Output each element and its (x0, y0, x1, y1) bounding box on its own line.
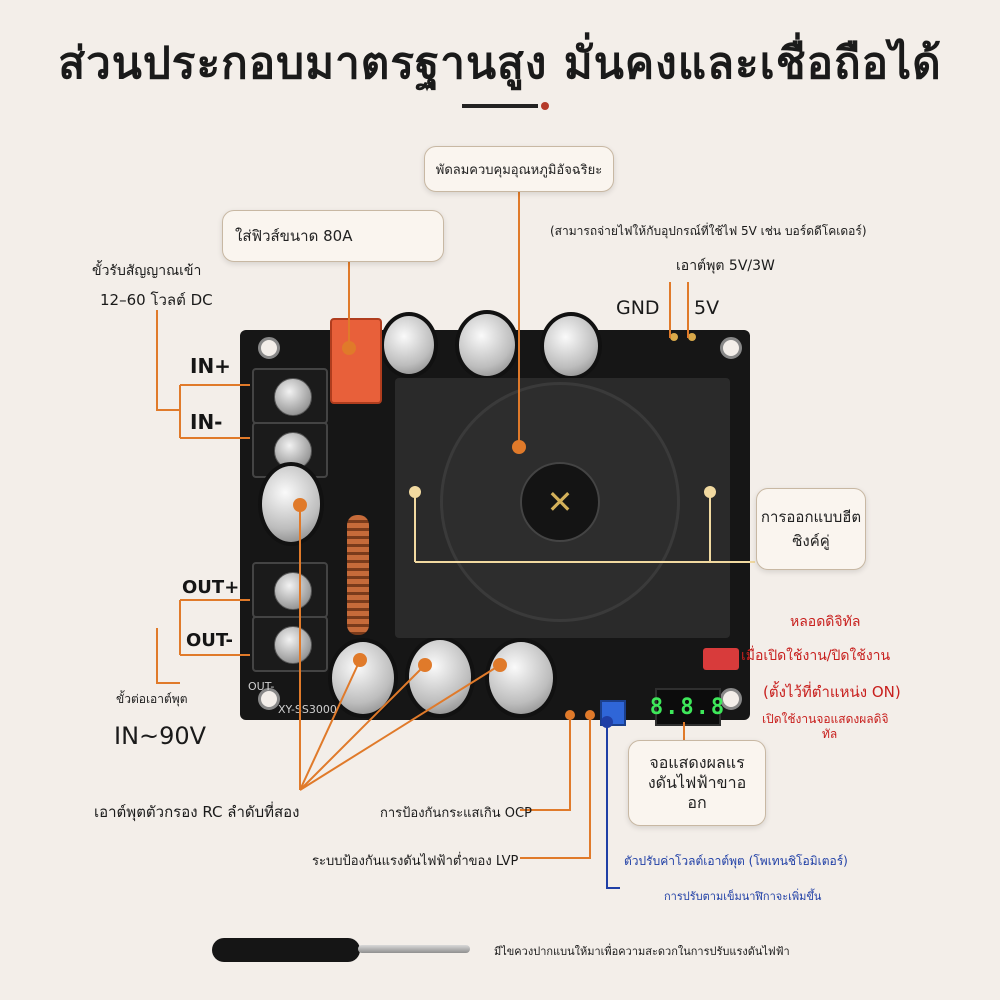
xy-logo-icon: ✕ (520, 462, 600, 542)
screwdriver-label: มีไขควงปากแบนให้มาเพื่อความสะดวกในการปรั… (494, 945, 790, 958)
out-plus-label: OUT+ (182, 577, 240, 598)
screwdriver-shaft (358, 945, 470, 953)
display-voltage-callout: จอแสดงผลแร งดันไฟฟ้าขาอ อก (628, 740, 766, 826)
terminal-in-plus (252, 368, 328, 424)
terminal-out-plus (252, 562, 328, 618)
usb-note: (สามารถจ่ายไฟให้กับอุปกรณ์ที่ใช้ไฟ 5V เช… (550, 224, 867, 238)
pin-5v (688, 333, 696, 341)
enable-display-line2: ทัล (822, 727, 838, 741)
five-v-label: 5V (694, 297, 720, 319)
mounting-hole (720, 337, 742, 359)
board-out-minus-silk: OUT- (248, 680, 275, 693)
gnd-label: GND (616, 297, 660, 319)
switch-label: เมื่อเปิดใช้งาน/ปิดใช้งาน (741, 648, 891, 664)
heatsink-callout: การออกแบบฮีต ซิงค์คู่ (756, 488, 866, 570)
mounting-hole (258, 688, 280, 710)
heatsink-line1: การออกแบบฮีต (760, 508, 862, 526)
terminal-out-minus (252, 616, 328, 672)
clockwise-label: การปรับตามเข็มนาฬิกาจะเพิ่มขึ้น (664, 890, 822, 903)
rc-filter-label: เอาต์พุตตัวกรอง RC ลำดับที่สอง (94, 803, 300, 821)
fuse (330, 318, 382, 404)
pot-adjust-label: ตัวปรับค่าโวลต์เอาต์พุต (โพเทนชิโอมิเตอร… (624, 854, 848, 868)
input-range-label: 12–60 โวลต์ DC (100, 291, 213, 309)
set-on-label: (ตั้งไว้ที่ตำแหน่ง ON) (763, 683, 901, 701)
title-underline (462, 104, 538, 108)
out-minus-label: OUT- (186, 630, 234, 651)
capacitor (455, 310, 519, 380)
in-plus-label: IN+ (190, 354, 231, 378)
display-box-line3: อก (687, 793, 707, 812)
fuse-callout: ใส่ฟิวส์ขนาด 80A (222, 210, 444, 262)
digital-display: 8.8.8 (650, 688, 724, 726)
display-box-line2: งดันไฟฟ้าขาอ (647, 773, 747, 792)
output-terminal-label: ขั้วต่อเอาต์พุต (116, 692, 188, 706)
input-capacitor (258, 462, 324, 546)
fan-callout: พัดลมควบคุมอุณหภูมิอัจฉริยะ (424, 146, 614, 192)
ocp-label: การป้องกันกระแสเกิน OCP (380, 806, 532, 821)
in-minus-label: IN- (190, 410, 223, 434)
mounting-hole (258, 337, 280, 359)
screwdriver-handle (212, 938, 360, 962)
title-dot (541, 102, 549, 110)
digital-tube-label: หลอดดิจิทัล (790, 614, 861, 630)
capacitor (380, 312, 438, 378)
lvp-label: ระบบป้องกันแรงดันไฟฟ้าต่ำของ LVP (312, 854, 519, 869)
page-title: ส่วนประกอบมาตรฐานสูง มั่นคงและเชื่อถือได… (58, 38, 942, 89)
output-capacitor (405, 636, 475, 718)
output-capacitor (485, 638, 557, 718)
enable-display-line1: เปิดใช้งานจอแสดงผลดิจิ (762, 712, 889, 726)
display-switch[interactable] (703, 648, 739, 670)
board-model-silk: XY-SS3000 (278, 703, 337, 716)
mounting-hole (720, 688, 742, 710)
input-terminal-label: ขั้วรับสัญญาณเข้า (92, 263, 202, 279)
heatsink-line2: ซิงค์คู่ (792, 532, 830, 550)
display-box-line1: จอแสดงผลแร (649, 753, 745, 772)
output-range-label: IN~90V (114, 722, 207, 750)
inductor-coil (347, 515, 369, 635)
pin-gnd (670, 333, 678, 341)
output-5v-label: เอาต์พุต 5V/3W (676, 258, 775, 274)
